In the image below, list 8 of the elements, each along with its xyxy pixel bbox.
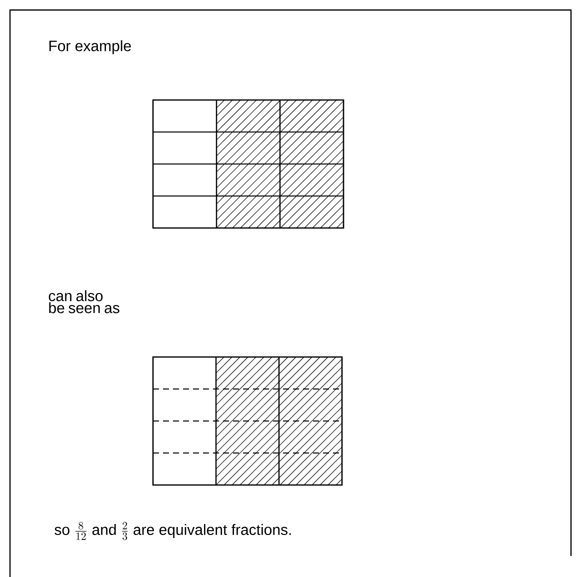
label: so: [54, 526, 70, 536]
label: are equivalent fractions.: [134, 524, 291, 538]
conclusion-sentence: so $\tfrac{8}{12}$ and $\tfrac{2}{3}$ are equivalent fractions.: [54, 522, 291, 540]
caption-text: can also be seen as: [48, 290, 120, 314]
label: $\tfrac{8}{12}$: [75, 522, 86, 540]
heading-text: For example: [49, 40, 131, 54]
label: $\tfrac{2}{3}$: [122, 522, 128, 540]
label: and: [92, 524, 116, 536]
